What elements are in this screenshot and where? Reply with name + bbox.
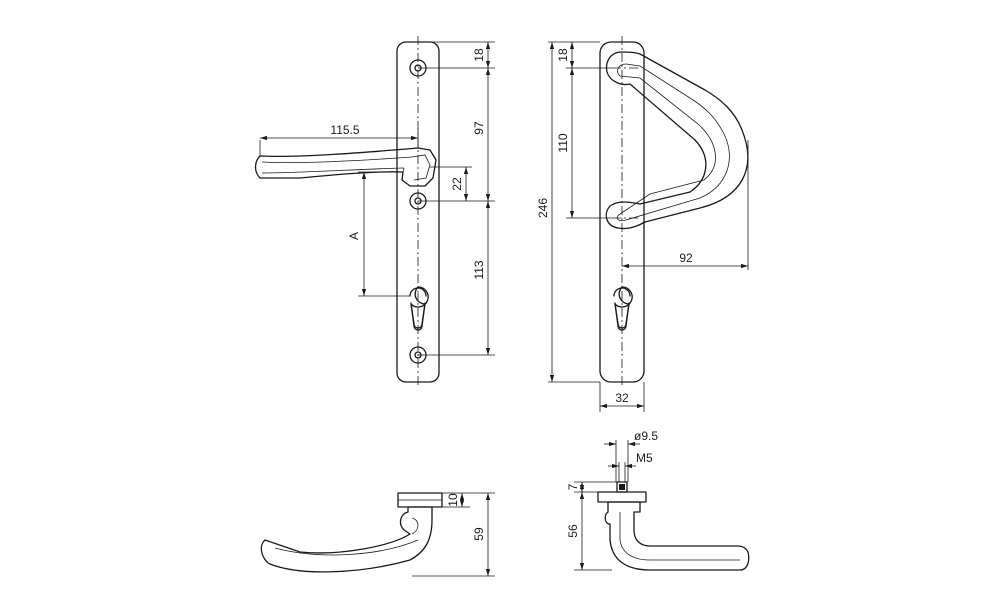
dim-97-label: 97	[472, 121, 486, 135]
dim-246-label: 246	[536, 198, 550, 218]
dim-18-front-label: 18	[472, 48, 486, 62]
dim-22-label: 22	[450, 177, 464, 191]
front-view-pull-plate: 18 110 246 92 32	[536, 36, 749, 412]
lever-handle-front	[254, 147, 437, 187]
dim-m5-label: M5	[636, 451, 653, 465]
dim-7-label: 7	[566, 483, 580, 490]
pull-lever-side-profile	[604, 501, 750, 571]
dim-59-label: 59	[472, 527, 486, 541]
pull-handle-outline	[605, 51, 749, 230]
side-view-lever: 10 59	[260, 492, 495, 577]
spindle-base	[597, 491, 647, 503]
spindle-stub	[616, 481, 628, 493]
dim-diameter-label: ø9.5	[634, 429, 658, 443]
side-view-pull: ø9.5 M5 7 56	[566, 429, 750, 571]
dim-115-5-label: 115.5	[330, 123, 359, 137]
dim-56-label: 56	[566, 524, 580, 538]
dim-32-label: 32	[615, 391, 629, 405]
dim-a-label: A	[347, 232, 361, 240]
dim-110-label: 110	[556, 133, 570, 152]
lever-side-profile	[260, 506, 433, 573]
dim-10-label: 10	[446, 493, 460, 507]
dim-113-label: 113	[472, 260, 486, 279]
front-view-lever-plate: 115.5 18 97 22 113 A	[254, 36, 495, 388]
dim-92-label: 92	[679, 251, 693, 265]
dim-18-pull-label: 18	[556, 48, 570, 62]
